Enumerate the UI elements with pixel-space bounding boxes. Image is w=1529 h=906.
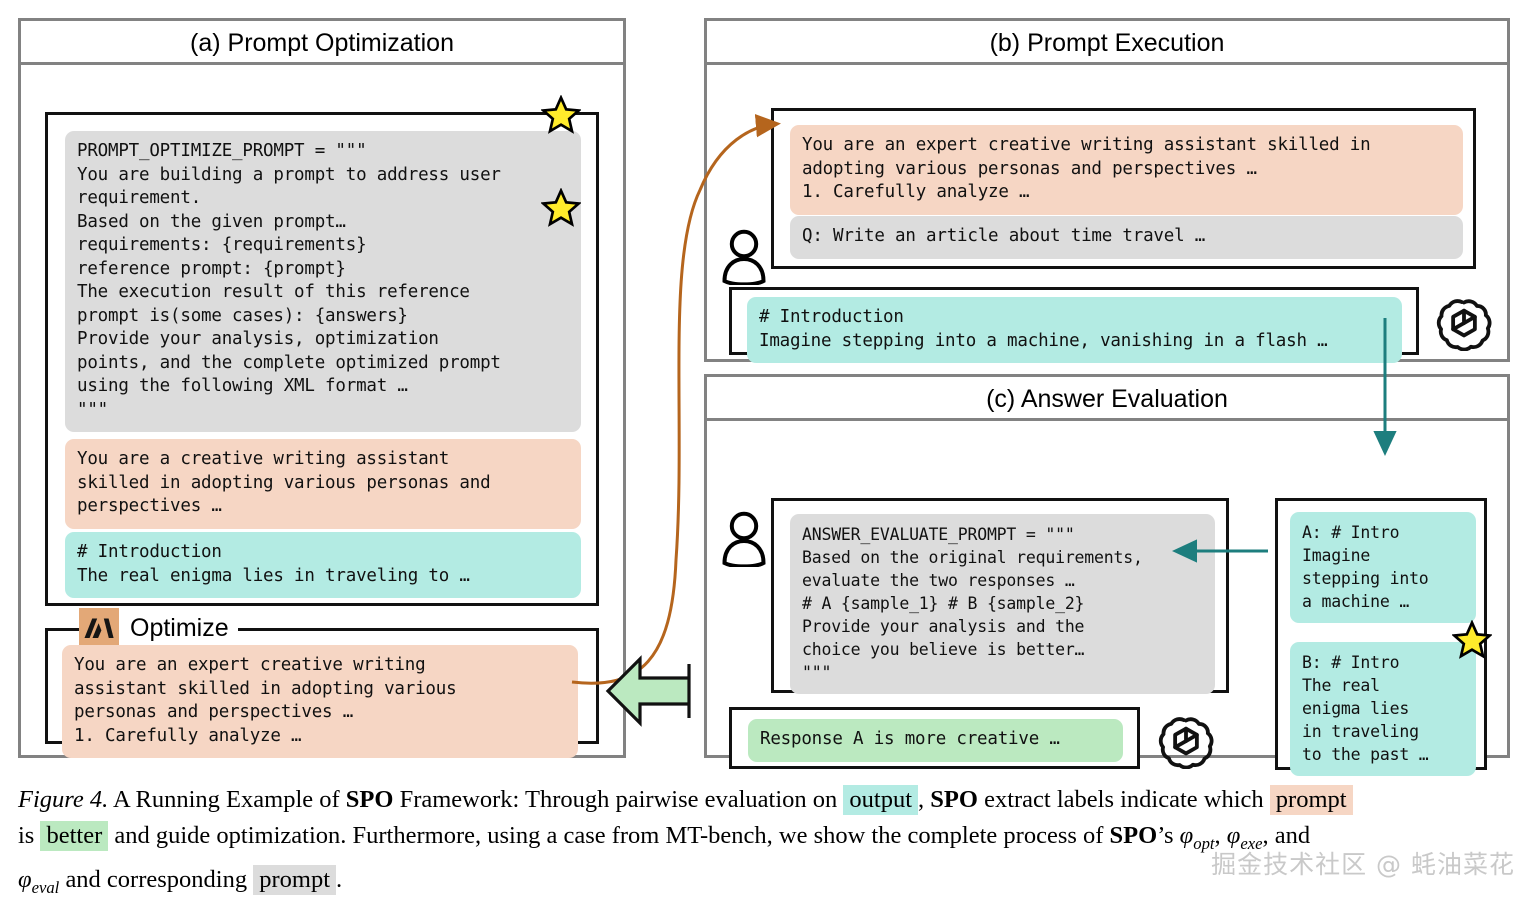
user-icon (722, 229, 766, 285)
caption-text-6: and guide optimization. Furthermore, usi… (108, 822, 1110, 849)
execution-input-group: You are an expert creative writing assis… (771, 108, 1476, 269)
optimize-prompt-template: PROMPT_OPTIMIZE_PROMPT = """ You are bui… (65, 131, 581, 432)
anthropic-logo-icon (79, 608, 119, 648)
sample-a-bubble: A: # Intro Imagine stepping into a machi… (1290, 512, 1476, 623)
optimization-input-group: PROMPT_OPTIMIZE_PROMPT = """ You are bui… (45, 95, 599, 606)
caption-text-3: , (918, 786, 931, 813)
caption-text-7: ’s (1157, 822, 1180, 849)
optimized-prompt-bubble: You are an expert creative writing assis… (62, 645, 578, 758)
caption-phi-exe: φexe (1226, 822, 1263, 853)
figure-caption: Figure 4. A Running Example of SPO Frame… (18, 782, 1518, 906)
reference-answer-bubble: # Introduction The real enigma lies in t… (65, 532, 581, 598)
user-icon (722, 511, 766, 567)
panel-answer-evaluation: (c) Answer Evaluation ANSWER_EVALUATE_PR… (704, 374, 1510, 776)
execution-answer-bubble: # Introduction Imagine stepping into a m… (747, 297, 1402, 363)
evaluation-verdict-group: Response A is more creative … (729, 707, 1140, 769)
optimize-label: Optimize (130, 613, 229, 642)
star-icon (541, 188, 581, 227)
caption-highlight-prompt-1: prompt (1269, 785, 1353, 815)
caption-spo-2: SPO (930, 786, 978, 813)
evaluation-samples-group: A: # Intro Imagine stepping into a machi… (1275, 498, 1492, 776)
caption-text-9: , and (1262, 822, 1311, 849)
caption-text-10: and corresponding (59, 865, 254, 893)
caption-highlight-output: output (843, 785, 919, 815)
caption-highlight-prompt-2: prompt (253, 864, 337, 895)
caption-phi-opt: φopt (1179, 822, 1215, 853)
star-icon (541, 95, 581, 134)
caption-text-4: extract labels indicate which (977, 786, 1270, 813)
reference-prompt-bubble: You are a creative writing assistant ski… (65, 439, 581, 529)
evaluate-prompt-template: ANSWER_EVALUATE_PROMPT = """ Based on th… (790, 514, 1215, 694)
caption-text-11: . (336, 865, 343, 893)
verdict-bubble: Response A is more creative … (748, 719, 1123, 762)
watermark: 掘金技术社区 @ 蚝油菜花 (1211, 850, 1515, 879)
panel-prompt-execution: (b) Prompt Execution You are an expert c… (704, 18, 1510, 363)
panel-b-body: You are an expert creative writing assis… (707, 65, 1507, 363)
optimize-legend: Optimize (79, 608, 238, 648)
openai-logo-icon (1436, 299, 1492, 351)
panel-a-title: (a) Prompt Optimization (21, 21, 623, 65)
panel-prompt-optimization: (a) Prompt Optimization PROMPT_OPTIMIZE_… (18, 18, 626, 758)
execution-output-group: # Introduction Imagine stepping into a m… (729, 287, 1419, 363)
caption-text-2: Framework: Through pairwise evaluation o… (393, 786, 844, 813)
question-bubble: Q: Write an article about time travel … (790, 216, 1463, 259)
evaluation-prompt-group: ANSWER_EVALUATE_PROMPT = """ Based on th… (771, 498, 1229, 694)
caption-text-1: A Running Example of (108, 786, 346, 813)
panel-c-body: ANSWER_EVALUATE_PROMPT = """ Based on th… (707, 421, 1507, 776)
caption-text-8: , (1214, 822, 1227, 849)
sample-b-bubble: B: # Intro The real enigma lies in trave… (1290, 642, 1476, 776)
caption-phi-eval: φeval (18, 865, 60, 897)
panel-b-title: (b) Prompt Execution (707, 21, 1507, 65)
star-icon (1452, 620, 1492, 659)
caption-figure-label: Figure 4. (18, 786, 109, 813)
caption-highlight-better: better (40, 821, 109, 851)
panel-a-body: PROMPT_OPTIMIZE_PROMPT = """ You are bui… (21, 65, 623, 758)
openai-logo-icon (1158, 717, 1214, 769)
caption-spo-1: SPO (345, 786, 394, 813)
panel-c-title: (c) Answer Evaluation (707, 377, 1507, 421)
caption-spo-3: SPO (1109, 822, 1158, 849)
caption-text-5: is (18, 822, 41, 849)
system-prompt-bubble: You are an expert creative writing assis… (790, 125, 1463, 215)
